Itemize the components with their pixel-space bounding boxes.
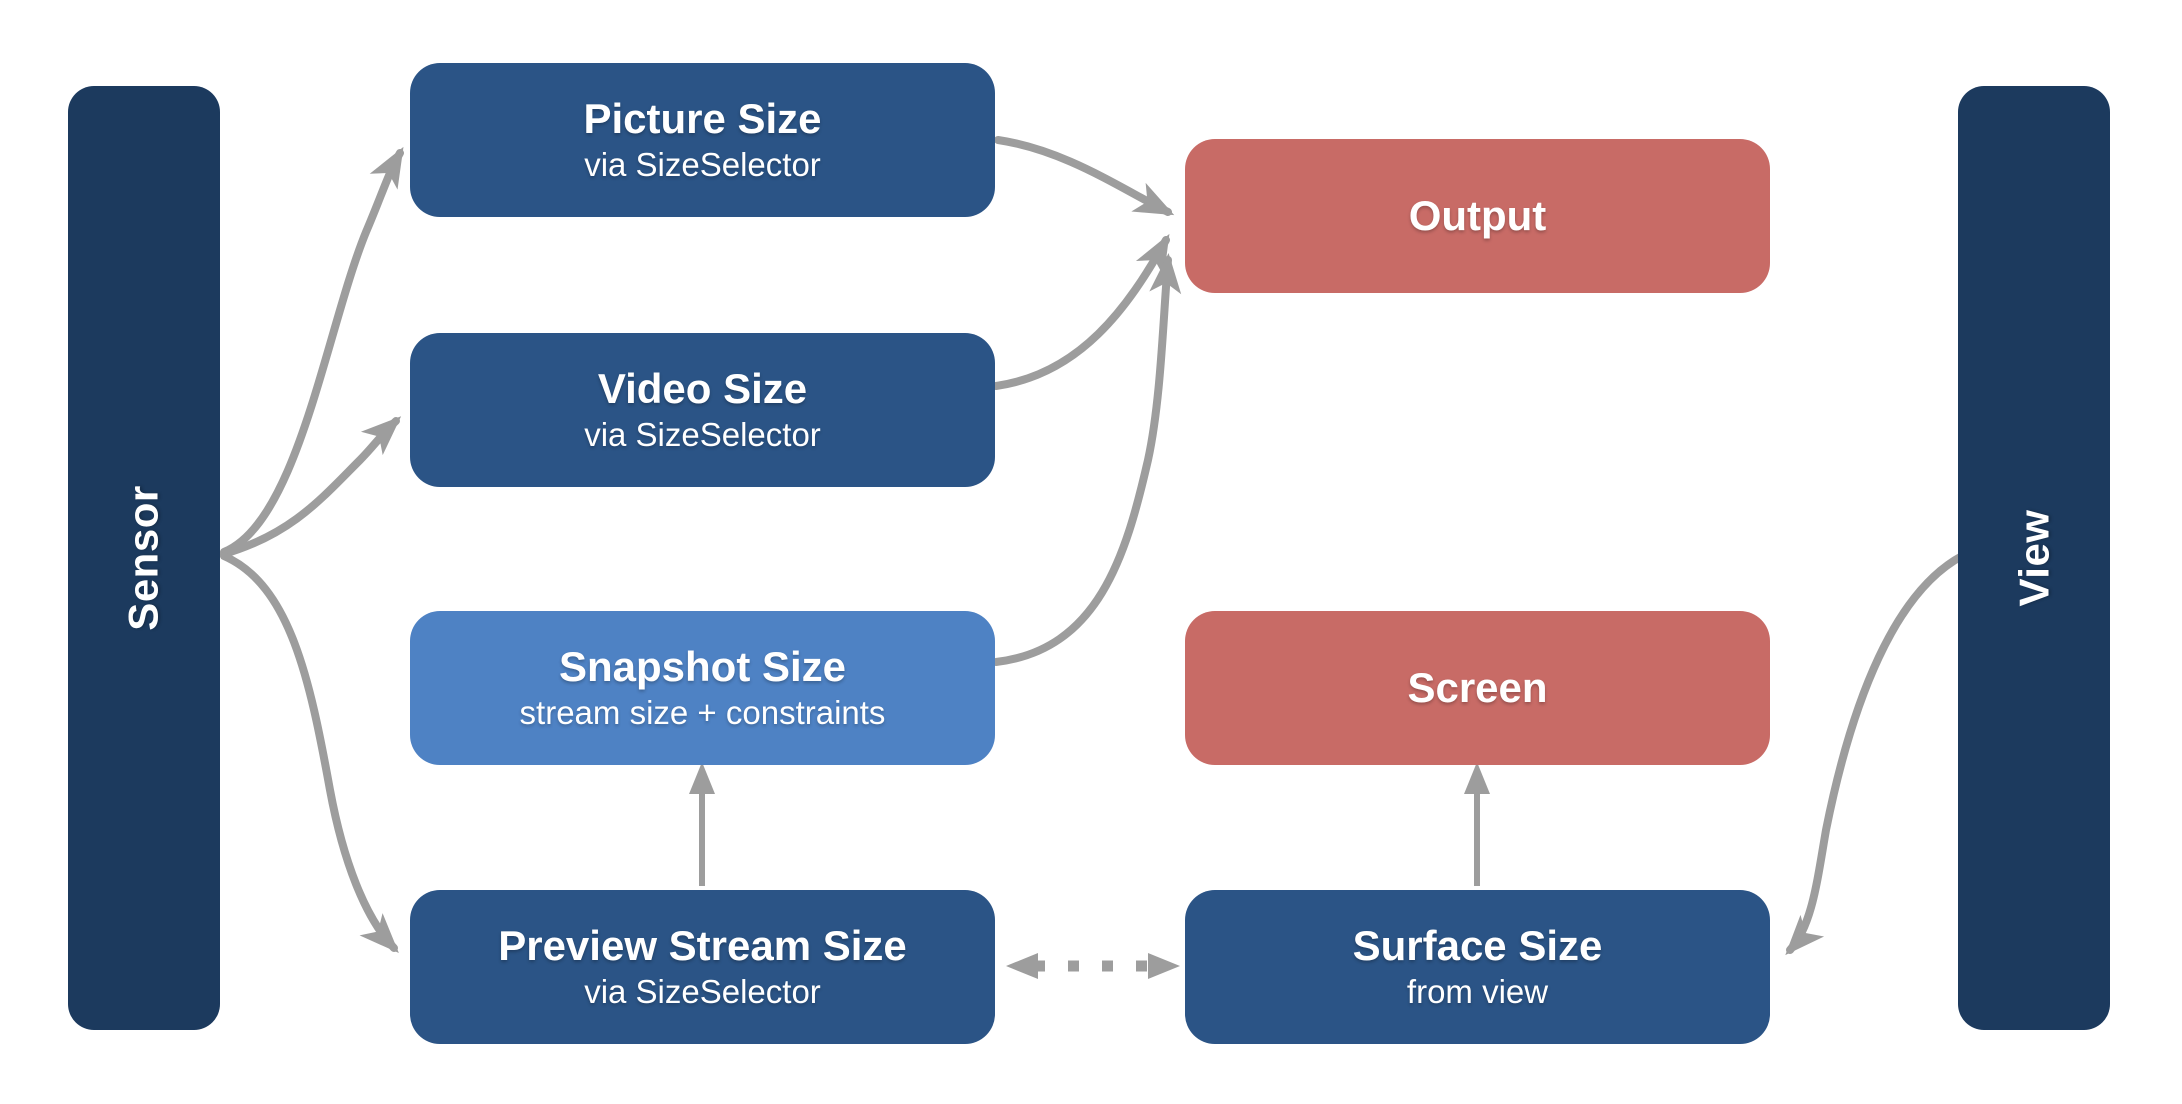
edge-video-size-to-output [992, 233, 1170, 390]
edge-snapshot-size-to-output [992, 253, 1182, 666]
node-surface-size-title: Surface Size [1352, 922, 1603, 970]
node-preview-stream-size: Preview Stream Size via SizeSelector [410, 890, 995, 1044]
node-screen-title: Screen [1407, 663, 1548, 711]
node-video-size: Video Size via SizeSelector [410, 333, 995, 487]
node-screen: Screen [1185, 611, 1770, 765]
node-output: Output [1185, 139, 1770, 293]
node-surface-size-subtitle: from view [1406, 973, 1549, 1011]
edge-sensor-to-preview-stream-size [220, 552, 399, 954]
node-video-size-subtitle: via SizeSelector [584, 416, 821, 454]
node-video-size-title: Video Size [597, 365, 808, 413]
node-picture-size-title: Picture Size [583, 95, 822, 143]
node-snapshot-size-subtitle: stream size + constraints [519, 694, 886, 732]
node-snapshot-size: Snapshot Size stream size + constraints [410, 611, 995, 765]
node-snapshot-size-title: Snapshot Size [558, 643, 847, 691]
node-picture-size-subtitle: via SizeSelector [584, 146, 821, 184]
edge-sensor-to-video-size [220, 416, 402, 558]
edge-view-to-surface-size [1785, 552, 1966, 956]
node-picture-size: Picture Size via SizeSelector [410, 63, 995, 217]
view-bar: View [1958, 86, 2110, 1030]
node-preview-stream-size-title: Preview Stream Size [498, 922, 907, 970]
node-output-title: Output [1408, 191, 1547, 239]
sensor-bar: Sensor [68, 86, 220, 1030]
edge-picture-size-to-output [994, 136, 1175, 216]
view-label: View [2009, 509, 2057, 607]
node-preview-stream-size-subtitle: via SizeSelector [584, 973, 821, 1011]
sensor-label: Sensor [119, 485, 167, 631]
edge-sensor-to-picture-size [220, 146, 404, 556]
node-surface-size: Surface Size from view [1185, 890, 1770, 1044]
